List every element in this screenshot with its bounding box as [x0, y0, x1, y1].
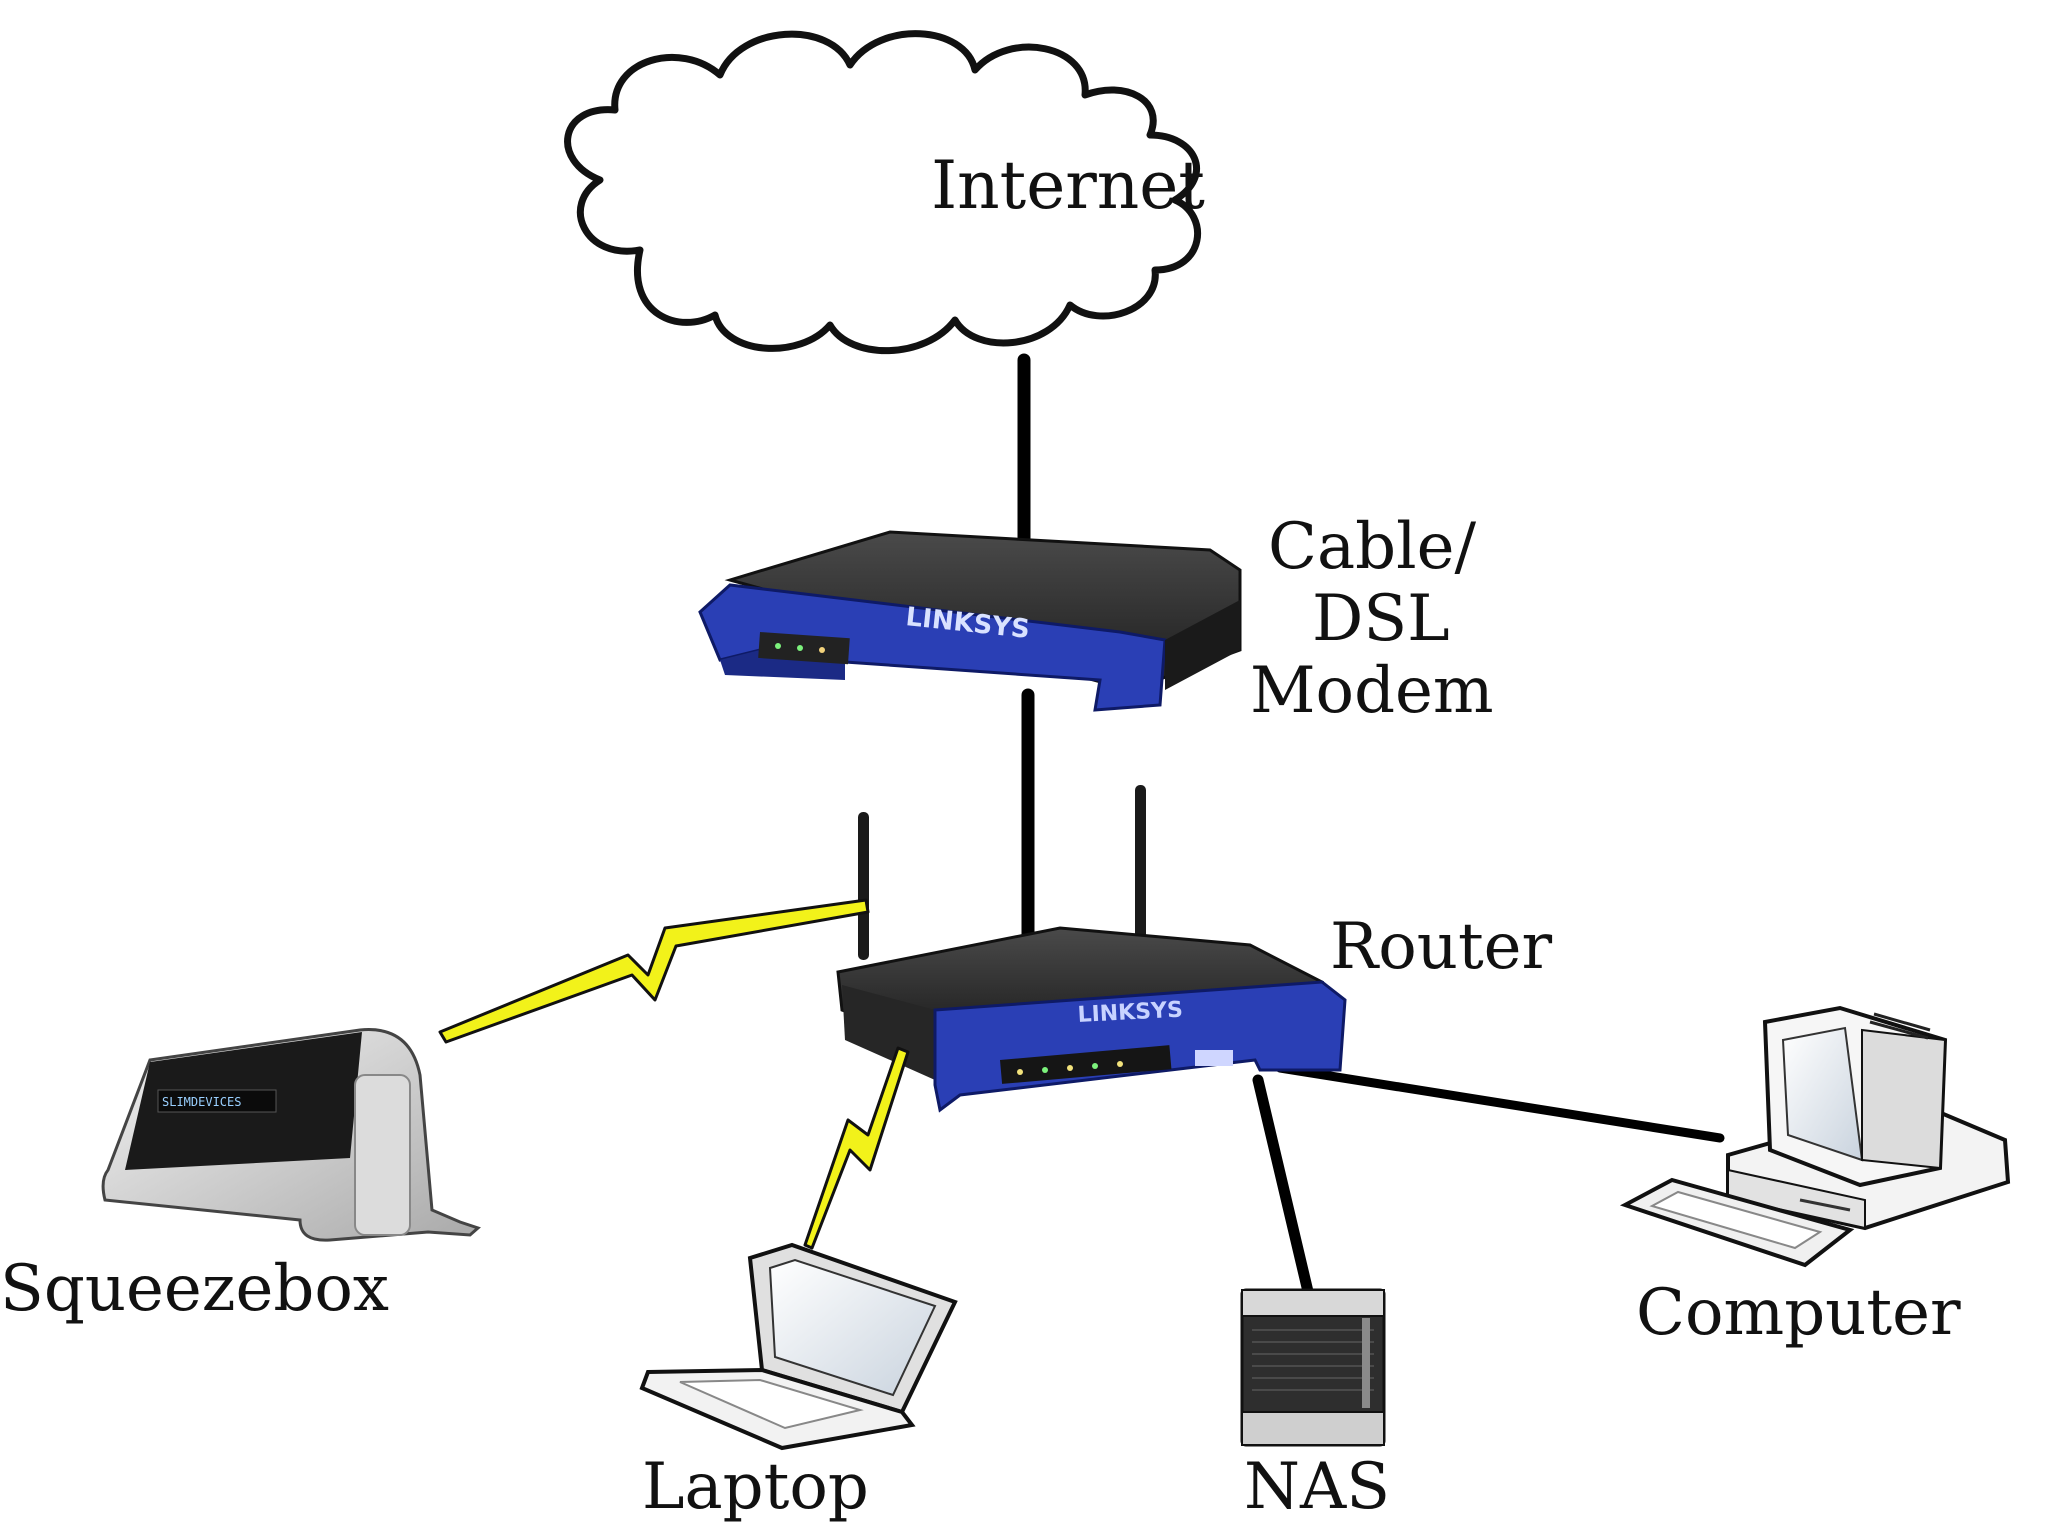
router-led-panel	[1000, 1045, 1172, 1084]
wireless-connections	[438, 898, 910, 1250]
nas-front-top	[1241, 1289, 1385, 1317]
router-left-side	[842, 985, 935, 1080]
cloud-shape	[564, 30, 1202, 355]
squeezebox-label: Squeezebox	[0, 1252, 389, 1326]
laptop-device	[639, 1242, 958, 1451]
nas-side-stripe	[1362, 1318, 1370, 1408]
cable-router-nas	[1252, 1074, 1316, 1306]
squeezebox-stand	[354, 1074, 411, 1236]
modem-side	[1165, 600, 1240, 690]
laptop-keyboard-keys	[679, 1378, 864, 1430]
nas-device	[1240, 1288, 1386, 1447]
computer-monitor-side	[1861, 1028, 1947, 1170]
modem-label-line3: Modem	[1250, 654, 1494, 728]
modem-front	[698, 583, 1167, 712]
modem-led-panel	[758, 632, 850, 665]
computer-vent	[1869, 1012, 1931, 1040]
wireless-bolt-squeezebox	[438, 898, 870, 1044]
nas-grille	[1252, 1329, 1374, 1391]
nas-label: NAS	[1244, 1450, 1390, 1524]
laptop-label: Laptop	[642, 1450, 869, 1524]
squeezebox-display	[157, 1089, 277, 1113]
router-brand-logo: LINKSYS	[1077, 998, 1183, 1028]
router-antenna-left	[858, 812, 869, 960]
laptop-screen	[768, 1258, 937, 1397]
modem-device: LINKSYS	[698, 530, 1242, 712]
internet-label: Internet	[931, 147, 1205, 224]
computer-device	[1619, 1005, 2011, 1268]
squeezebox-display-text: SLIMDEVICES	[162, 1095, 241, 1109]
cable-router-computer	[1275, 1063, 1725, 1143]
modem-front-shade	[720, 650, 845, 680]
internet-cloud: Internet	[564, 30, 1205, 355]
router-port	[1195, 1050, 1233, 1066]
wired-connections	[1017, 353, 1725, 1306]
nas-front-bottom	[1241, 1411, 1385, 1446]
modem-label-line1: Cable/	[1268, 510, 1476, 584]
squeezebox-device: SLIMDEVICES	[101, 1028, 481, 1242]
router-antenna-right	[1135, 785, 1146, 945]
wireless-bolt-laptop	[803, 1046, 910, 1250]
modem-label-line2: DSL	[1312, 582, 1450, 656]
computer-label: Computer	[1636, 1276, 1961, 1350]
router-label: Router	[1330, 910, 1553, 984]
computer-case-front	[1727, 1168, 1866, 1230]
router-device: LINKSYS	[836, 785, 1347, 1113]
